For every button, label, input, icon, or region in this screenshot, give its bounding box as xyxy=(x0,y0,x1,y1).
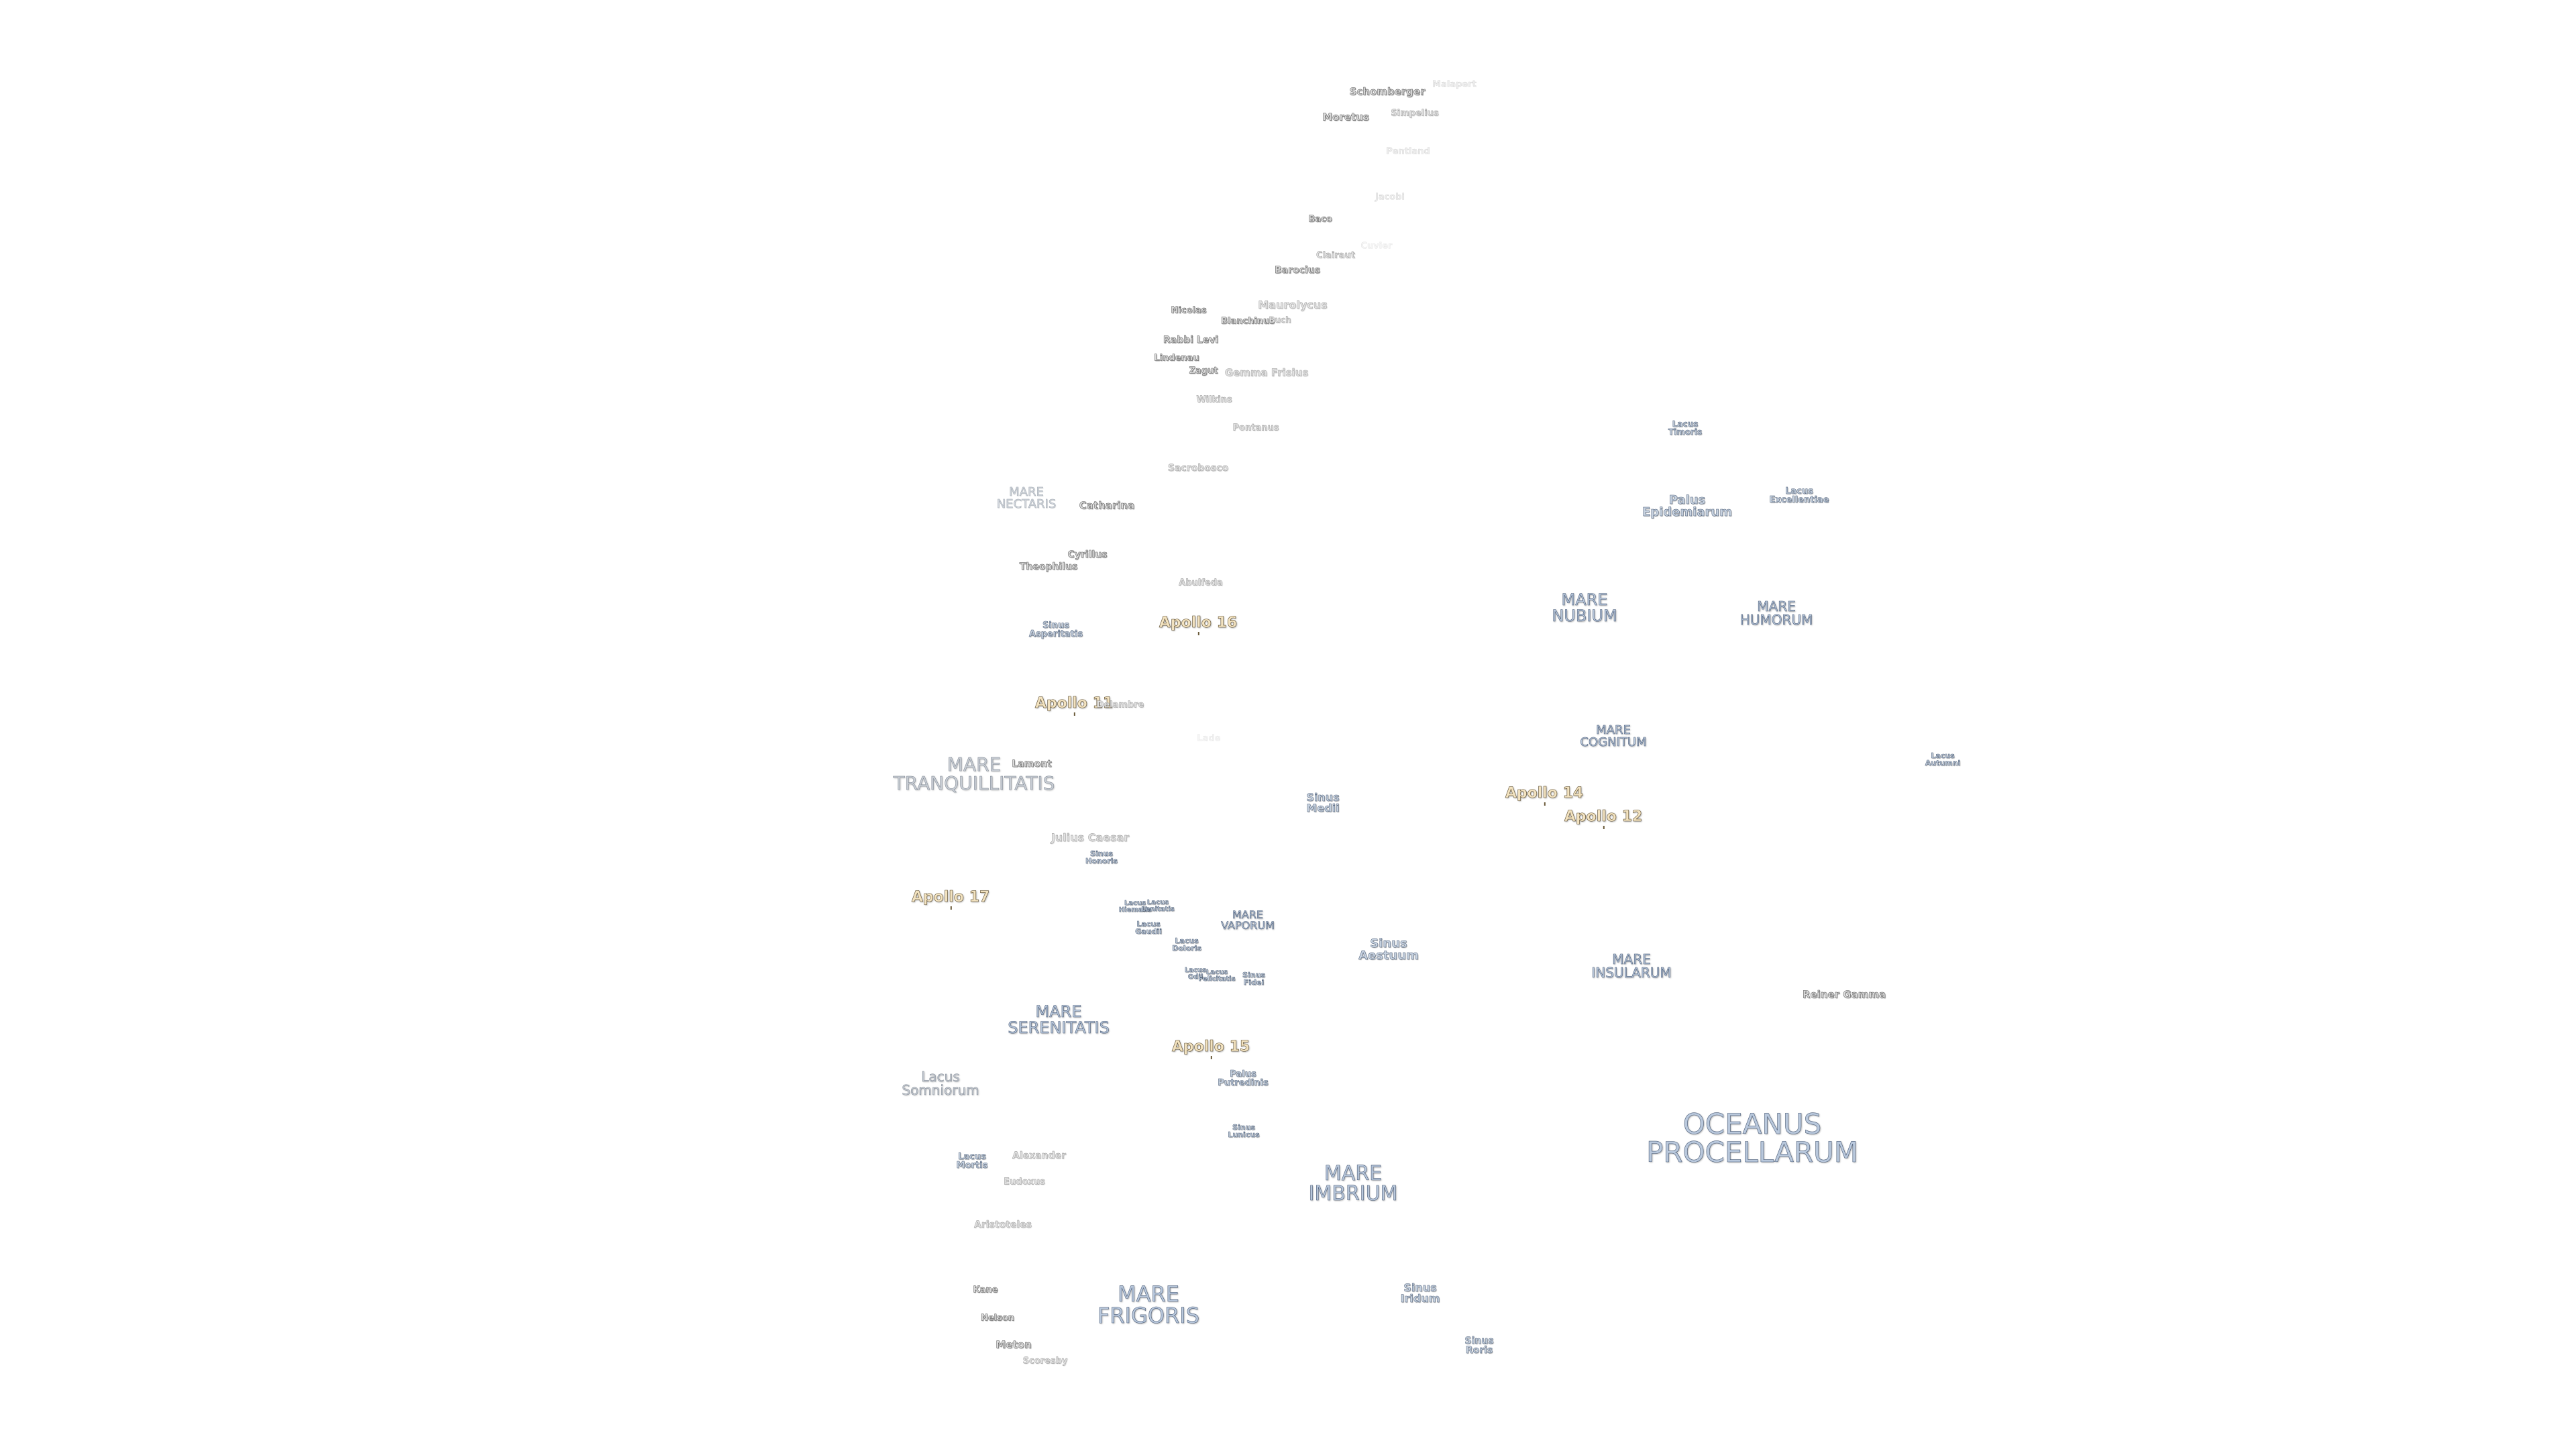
label-lacus-excellentiae: Lacus Excellentiae xyxy=(1769,486,1829,505)
label-mare-tranquillitatis: MARE TRANQUILLITATIS xyxy=(893,753,1055,794)
label-cyrillus: Cyrillus xyxy=(1067,549,1108,560)
label-oceanus-procellarum: OCEANUS PROCELLARUM xyxy=(1646,1108,1859,1169)
label-sinus-honoris: Sinus Honoris xyxy=(1085,849,1118,865)
label-sinus-medii: Sinus Medii xyxy=(1306,791,1340,814)
label-lindenau: Lindenau xyxy=(1154,353,1199,364)
label-scoresby: Scoresby xyxy=(1022,1356,1068,1366)
label-moretus: Moretus xyxy=(1322,111,1369,123)
label-schomberger: Schomberger xyxy=(1349,85,1426,98)
label-meton: Meton xyxy=(996,1338,1032,1351)
label-lacus-timoris: Lacus Timoris xyxy=(1668,419,1703,437)
label-lacus-somniorum: Lacus Somniorum xyxy=(902,1069,979,1098)
label-nicolas: Nicolas xyxy=(1171,305,1207,316)
label-wilkins: Wilkins xyxy=(1196,394,1232,405)
label-theophilus: Theophilus xyxy=(1019,561,1078,572)
label-lamont: Lamont xyxy=(1012,759,1052,769)
marker-apollo-15[interactable]: Apollo 15 xyxy=(1171,1038,1250,1059)
marker-apollo-12[interactable]: Apollo 12 xyxy=(1564,808,1643,829)
label-sacrobosco: Sacrobosco xyxy=(1167,463,1229,474)
label-mare-frigoris: MARE FRIGORIS xyxy=(1097,1281,1200,1328)
label-nelson: Nelson xyxy=(980,1313,1015,1324)
label-clairaut: Clairaut xyxy=(1316,250,1355,261)
label-palus-epidemiarum: Palus Epidemiarum xyxy=(1642,493,1732,519)
label-mare-insularum: MARE INSULARUM xyxy=(1591,951,1672,981)
label-reiner-gamma: Reiner Gamma xyxy=(1802,988,1886,1001)
label-lacus-doloris: Lacus Doloris xyxy=(1172,936,1201,953)
label-eudoxus: Eudoxus xyxy=(1004,1177,1045,1187)
label-delambre: Delambre xyxy=(1096,700,1144,710)
label-kane: Kane xyxy=(973,1285,998,1295)
label-cuvier: Cuvier xyxy=(1360,241,1393,252)
label-sinus-aestuum: Sinus Aestuum xyxy=(1358,936,1419,963)
label-mare-imbrium: MARE IMBRIUM xyxy=(1308,1162,1398,1205)
label-sinus-fidei: Sinus Fidei xyxy=(1242,971,1265,987)
label-malapert: Malapert xyxy=(1432,79,1477,90)
label-lacus-mortis: Lacus Mortis xyxy=(956,1152,988,1171)
label-pontanus: Pontanus xyxy=(1232,423,1279,433)
label-lacus-autumni: Lacus Autumni xyxy=(1925,751,1961,767)
label-baco: Baco xyxy=(1308,214,1332,225)
label-lacus-gaudii: Lacus Gaudii xyxy=(1135,920,1162,936)
label-lade: Lade xyxy=(1197,733,1221,744)
label-palus-putredinis: Palus Putredinis xyxy=(1218,1069,1269,1088)
label-jacobi: Jacobi xyxy=(1375,192,1405,203)
label-julius-caesar: Julius Caesar xyxy=(1051,831,1130,844)
label-blanchinus: Blanchinus xyxy=(1220,316,1275,327)
label-pentland: Pentland xyxy=(1386,146,1430,157)
label-aristoteles: Aristoteles xyxy=(974,1220,1032,1230)
label-alexander: Alexander xyxy=(1012,1150,1066,1161)
label-sinus-lunicus: Sinus Lunicus xyxy=(1228,1123,1260,1139)
label-lacus-lenitatis: Lacus Lenitatis xyxy=(1141,899,1175,913)
label-sinus-iridum: Sinus Iridum xyxy=(1400,1281,1440,1305)
label-lacus-hiemalis: Lacus Hiemalis xyxy=(1118,900,1152,914)
label-mare-cognitum: MARE COGNITUM xyxy=(1580,723,1647,749)
label-abulfeda: Abulfeda xyxy=(1179,578,1223,588)
label-sinus-asperitatis: Sinus Asperitatis xyxy=(1028,621,1083,639)
label-rabbi-levi: Rabbi Levi xyxy=(1163,335,1219,345)
label-maurolycus: Maurolycus xyxy=(1258,299,1328,311)
label-barocius: Barocius xyxy=(1274,265,1321,276)
label-sinus-roris: Sinus Roris xyxy=(1464,1336,1494,1356)
marker-apollo-14[interactable]: Apollo 14 xyxy=(1505,785,1584,806)
label-lacus-odii: Lacus Odii xyxy=(1184,967,1207,981)
label-mare-humorum: MARE HUMORUM xyxy=(1739,598,1813,628)
label-buch: Buch xyxy=(1269,315,1291,325)
label-gemma-frisius: Gemma Frisius xyxy=(1224,366,1309,379)
label-mare-serenitatis: MARE SERENITATIS xyxy=(1008,1002,1110,1037)
label-zagut: Zagut xyxy=(1189,366,1218,376)
marker-apollo-16[interactable]: Apollo 16 xyxy=(1159,614,1238,635)
label-lacus-felicitatis: Lacus Felicitatis xyxy=(1198,969,1236,983)
marker-apollo-11[interactable]: Apollo 11 xyxy=(1034,695,1114,716)
label-mare-nectaris: MARE NECTARIS xyxy=(996,485,1057,511)
marker-apollo-17[interactable]: Apollo 17 xyxy=(911,889,990,910)
label-simpelius: Simpelius xyxy=(1391,108,1439,119)
label-mare-nubium: MARE NUBIUM xyxy=(1552,590,1617,625)
label-mare-vaporum: MARE VAPORUM xyxy=(1221,908,1275,932)
label-catharina: Catharina xyxy=(1079,499,1135,512)
